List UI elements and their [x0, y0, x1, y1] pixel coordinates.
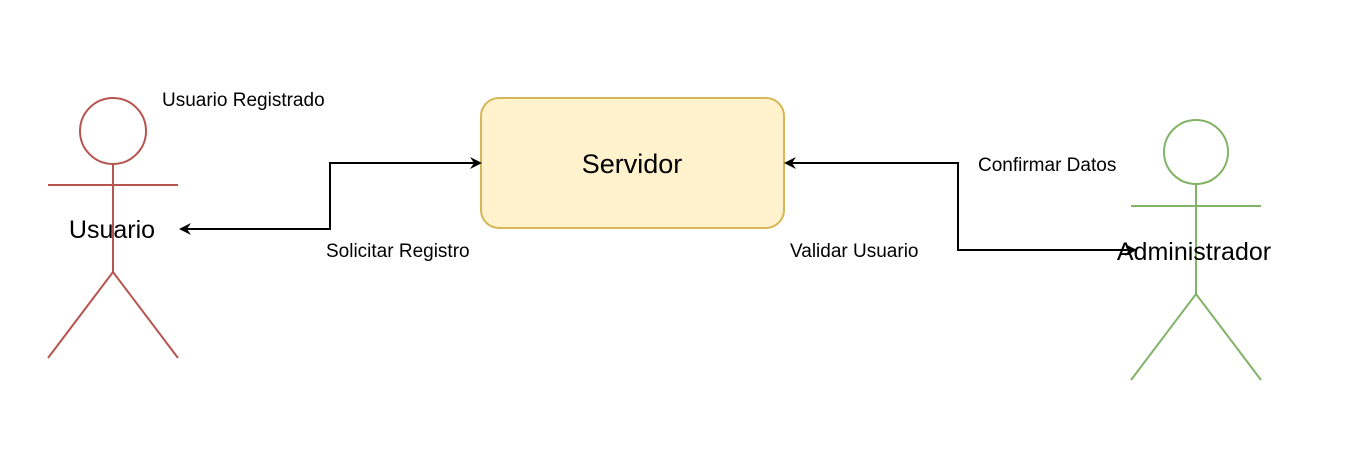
- edge-servidor-administrador[interactable]: [784, 157, 1137, 256]
- usuario-label: Usuario: [69, 216, 155, 244]
- edge-right-label-upper: Confirmar Datos: [978, 155, 1116, 176]
- administrador-right-leg: [1195, 293, 1262, 381]
- edge-left-label: Solicitar Registro: [326, 241, 470, 262]
- usuario-actor[interactable]: [47, 97, 179, 359]
- administrador-actor[interactable]: [1130, 119, 1262, 381]
- administrador-left-leg: [1130, 293, 1197, 381]
- usuario-head: [79, 97, 147, 165]
- edge-usuario-servidor[interactable]: [179, 157, 482, 235]
- usuario-caption: Usuario Registrado: [162, 90, 325, 111]
- usuario-left-leg: [47, 271, 114, 359]
- servidor-label: Servidor: [582, 149, 683, 179]
- administrador-label: Administrador: [1117, 238, 1271, 266]
- usuario-right-leg: [112, 271, 179, 359]
- edge-right-label-lower: Validar Usuario: [790, 241, 918, 262]
- administrador-head: [1163, 119, 1229, 185]
